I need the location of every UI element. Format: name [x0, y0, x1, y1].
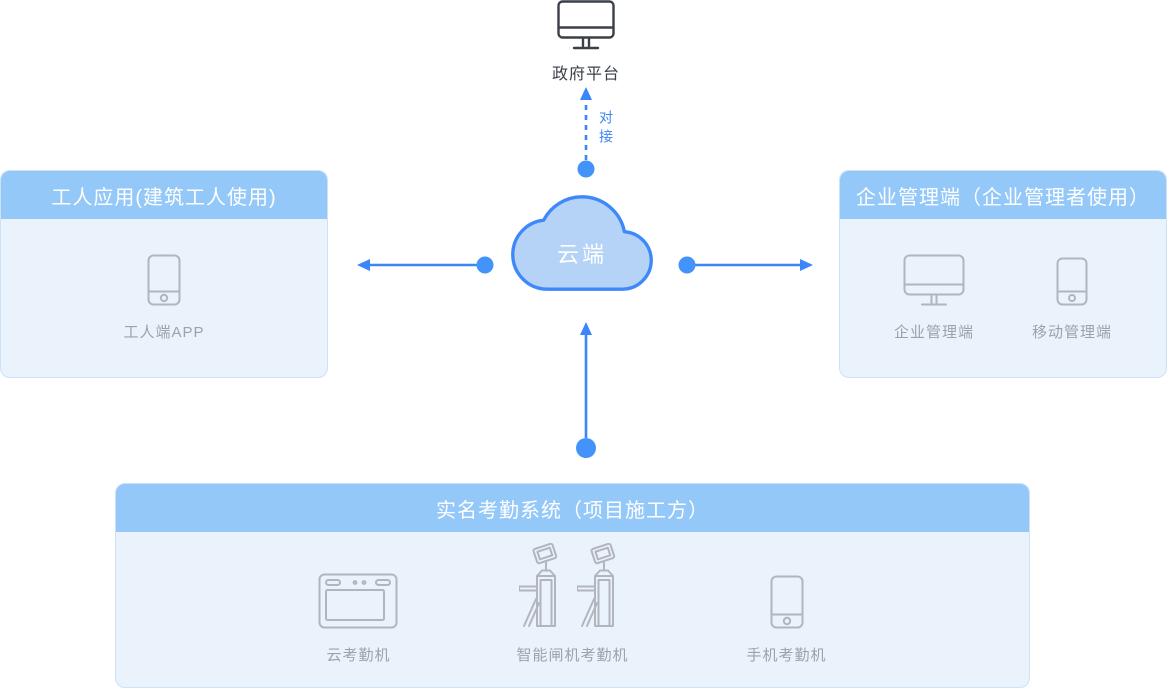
turnstile-gate-icon	[519, 543, 558, 627]
government-platform-node: 政府平台	[534, 0, 638, 84]
link-label: 对接	[598, 110, 614, 148]
item-smart-gate-machine: 智能闸机考勤机	[516, 539, 628, 665]
monitor-icon	[903, 254, 965, 306]
item-phone-attendance-label: 手机考勤机	[746, 647, 827, 664]
item-cloud-attendance-label: 云考勤机	[326, 647, 391, 664]
panel-enterprise-body: 企业管理端 移动管理端	[840, 219, 1166, 377]
panel-worker-app-body: 工人端APP	[1, 219, 327, 377]
panel-worker-app-title: 工人应用(建筑工人使用)	[51, 186, 277, 209]
item-enterprise-web: 企业管理端	[894, 254, 974, 342]
attendance-terminal-icon	[318, 573, 398, 629]
cloud-node: 云端	[507, 191, 657, 295]
item-smart-gate-label: 智能闸机考勤机	[516, 647, 629, 664]
smartphone-icon	[147, 254, 181, 306]
cloud-icon	[511, 195, 653, 291]
panel-attendance-header: 实名考勤系统（项目施工方）	[116, 484, 1029, 532]
panel-worker-app-header: 工人应用(建筑工人使用)	[1, 171, 327, 219]
government-platform-label: 政府平台	[551, 66, 620, 83]
smartphone-icon	[1056, 257, 1088, 306]
item-enterprise-web-label: 企业管理端	[893, 324, 974, 341]
smartphone-icon	[770, 575, 803, 629]
link-attendance-to-cloud	[576, 322, 596, 458]
panel-enterprise-title: 企业管理端（企业管理者使用）	[856, 186, 1150, 209]
turnstile-gate-icon	[577, 543, 616, 627]
item-mobile-admin: 移动管理端	[1032, 254, 1112, 342]
link-cloud-to-worker-app	[357, 256, 494, 274]
item-mobile-admin-label: 移动管理端	[1032, 324, 1113, 341]
panel-worker-app: 工人应用(建筑工人使用) 工人端APP	[0, 170, 328, 378]
monitor-icon	[557, 0, 615, 50]
panel-attendance-body: 云考勤机	[116, 532, 1029, 687]
panel-enterprise-header: 企业管理端（企业管理者使用）	[840, 171, 1166, 219]
panel-enterprise: 企业管理端（企业管理者使用） 企业管理端	[839, 170, 1167, 378]
item-worker-app-label: 工人端APP	[123, 324, 205, 341]
cloud-label: 云端	[556, 242, 607, 267]
link-cloud-to-government	[577, 87, 595, 178]
item-phone-attendance-machine: 手机考勤机	[747, 539, 827, 665]
panel-attendance-system: 实名考勤系统（项目施工方） 云考勤机	[115, 483, 1030, 688]
item-cloud-attendance-machine: 云考勤机	[318, 539, 398, 665]
item-worker-app: 工人端APP	[123, 254, 204, 342]
panel-attendance-title: 实名考勤系统（项目施工方）	[436, 499, 709, 522]
link-cloud-to-enterprise	[678, 256, 813, 274]
